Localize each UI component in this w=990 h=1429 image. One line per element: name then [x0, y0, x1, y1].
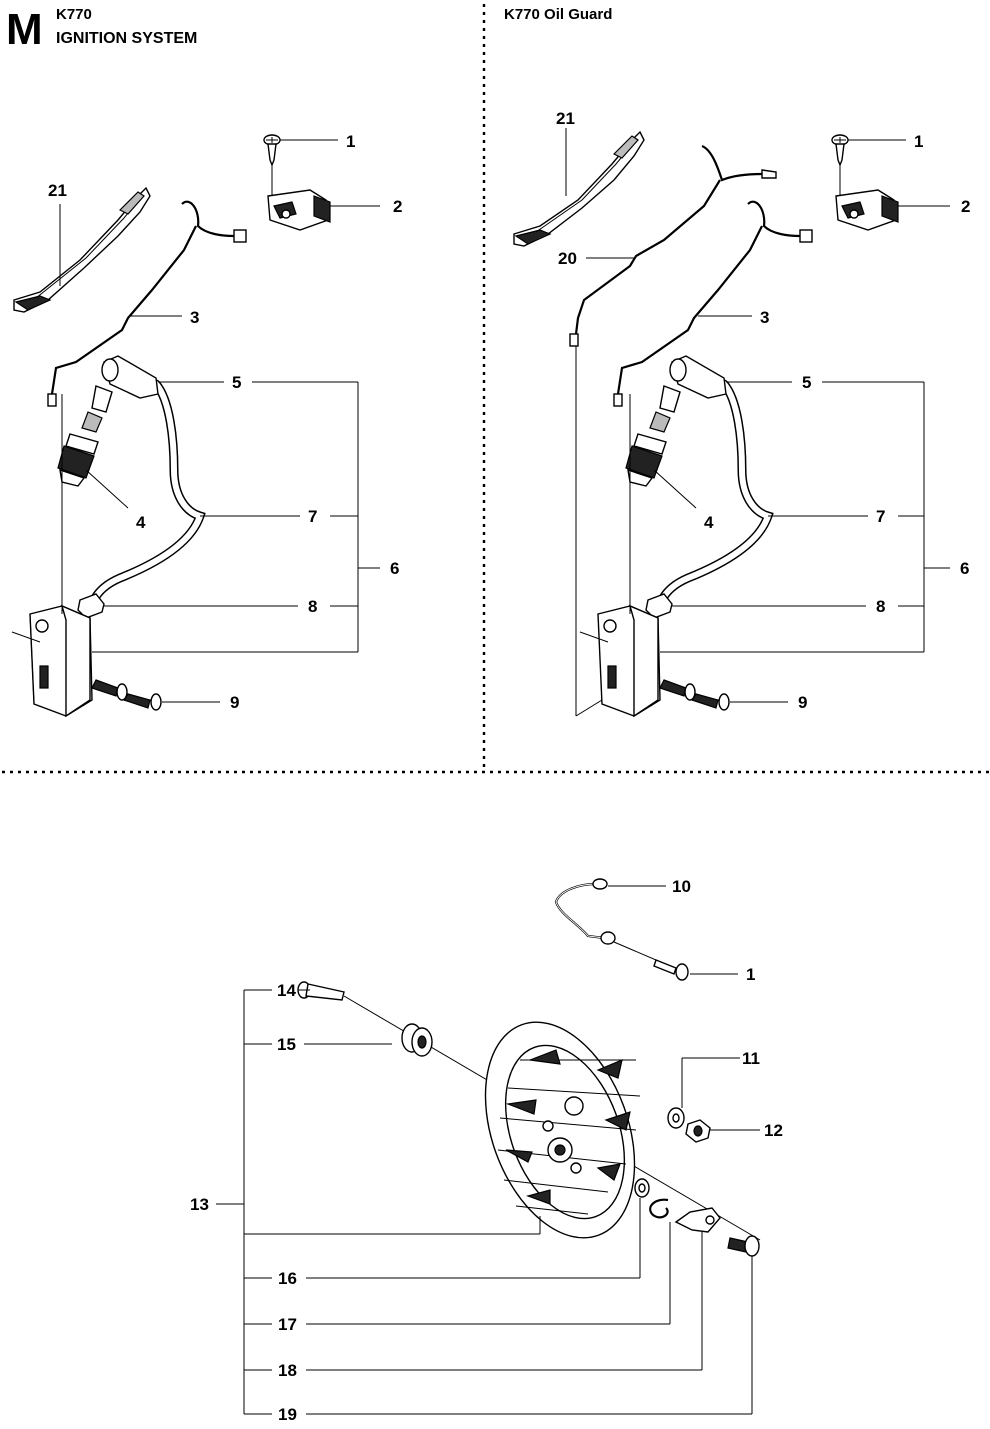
nut-part [685, 1119, 711, 1143]
callout-label: 7 [308, 507, 317, 526]
spark-plug-boot-part [91, 355, 159, 413]
washer-part [667, 1107, 685, 1129]
ignition-module-part [597, 604, 661, 718]
callout-label: 9 [798, 693, 807, 712]
right-panel-oil-guard: 21 1 2 20 3 5 4 7 6 8 9 [513, 109, 970, 718]
callout-label: 9 [230, 693, 239, 712]
model-name: K770 [56, 6, 92, 23]
callout-label: 19 [278, 1405, 297, 1424]
cable-connector-part [77, 593, 105, 619]
stop-switch-part [267, 189, 331, 231]
handle-rail-part [513, 130, 645, 247]
callout-label: 8 [308, 597, 317, 616]
ignition-module-part [29, 604, 93, 718]
module-screw-part [91, 679, 162, 711]
pawl-screw-part [727, 1235, 760, 1257]
callout-label: 2 [961, 197, 970, 216]
callout-label: 7 [876, 507, 885, 526]
callout-label: 15 [277, 1035, 296, 1054]
spark-plug-part [625, 411, 671, 487]
callout-label: 4 [136, 513, 146, 532]
spring-part [649, 1198, 669, 1219]
stop-switch-part [835, 189, 899, 231]
pawl-part [674, 1207, 721, 1233]
callout-label: 2 [393, 197, 402, 216]
callout-label: 10 [672, 877, 691, 896]
bottom-panel-flywheel: 10 1 14 15 11 12 13 16 17 18 19 [190, 877, 783, 1424]
callout-label: 14 [277, 981, 296, 1000]
callout-label: 5 [232, 373, 241, 392]
callout-label: 11 [742, 1049, 760, 1068]
callout-label: 17 [278, 1315, 297, 1334]
callout-label: 3 [190, 308, 199, 327]
callout-label: 3 [760, 308, 769, 327]
callout-label: 1 [914, 132, 923, 151]
callout-label: 8 [876, 597, 885, 616]
callout-label: 1 [346, 132, 355, 151]
oil-guard-panel-title: K770 Oil Guard [504, 6, 613, 23]
spark-plug-part [57, 411, 103, 487]
callout-label: 4 [704, 513, 714, 532]
section-letter: M [6, 5, 43, 54]
screw-part [653, 959, 689, 981]
page-title: IGNITION SYSTEM [56, 30, 198, 47]
screw-part [831, 134, 849, 167]
callout-label: 21 [556, 109, 575, 128]
callout-label: 21 [48, 181, 67, 200]
spark-plug-boot-part [659, 355, 727, 413]
callout-label: 5 [802, 373, 811, 392]
handle-rail-part [13, 186, 151, 313]
callout-label: 18 [278, 1361, 297, 1380]
screw-part [263, 134, 281, 167]
flywheel-part [484, 1021, 641, 1239]
left-panel-ignition-system: 1 2 21 3 5 4 7 6 8 9 [11, 132, 402, 718]
callout-label: 1 [746, 965, 755, 984]
small-washer-part [634, 1178, 650, 1198]
callout-label: 6 [960, 559, 969, 578]
callout-label: 20 [558, 249, 577, 268]
callout-label: 6 [390, 559, 399, 578]
callout-label: 16 [278, 1269, 297, 1288]
bolt-part [297, 981, 345, 1001]
callout-label: 13 [190, 1195, 209, 1214]
spacer-part [401, 1023, 433, 1057]
module-screw-part [659, 679, 730, 711]
cable-connector-part [645, 593, 673, 619]
callout-label: 12 [764, 1121, 783, 1140]
